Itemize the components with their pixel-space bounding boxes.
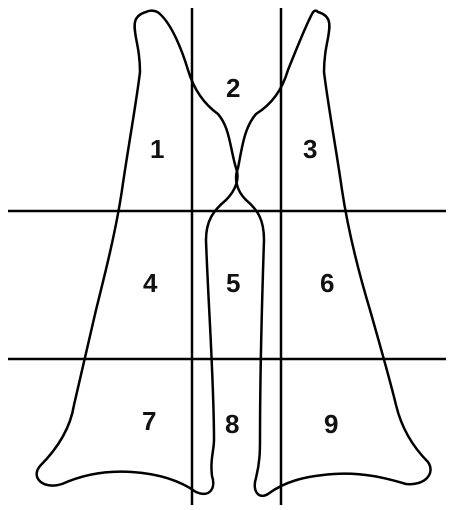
zone-9-label: 9 — [324, 409, 338, 439]
zone-8-label: 8 — [225, 409, 239, 439]
zone-1-label: 1 — [150, 134, 164, 164]
zone-4-label: 4 — [143, 268, 158, 298]
zone-6-label: 6 — [320, 268, 334, 298]
zone-7-label: 7 — [142, 406, 156, 436]
zone-2-label: 2 — [226, 73, 240, 103]
zone-3-label: 3 — [303, 134, 317, 164]
zone-5-label: 5 — [226, 268, 240, 298]
